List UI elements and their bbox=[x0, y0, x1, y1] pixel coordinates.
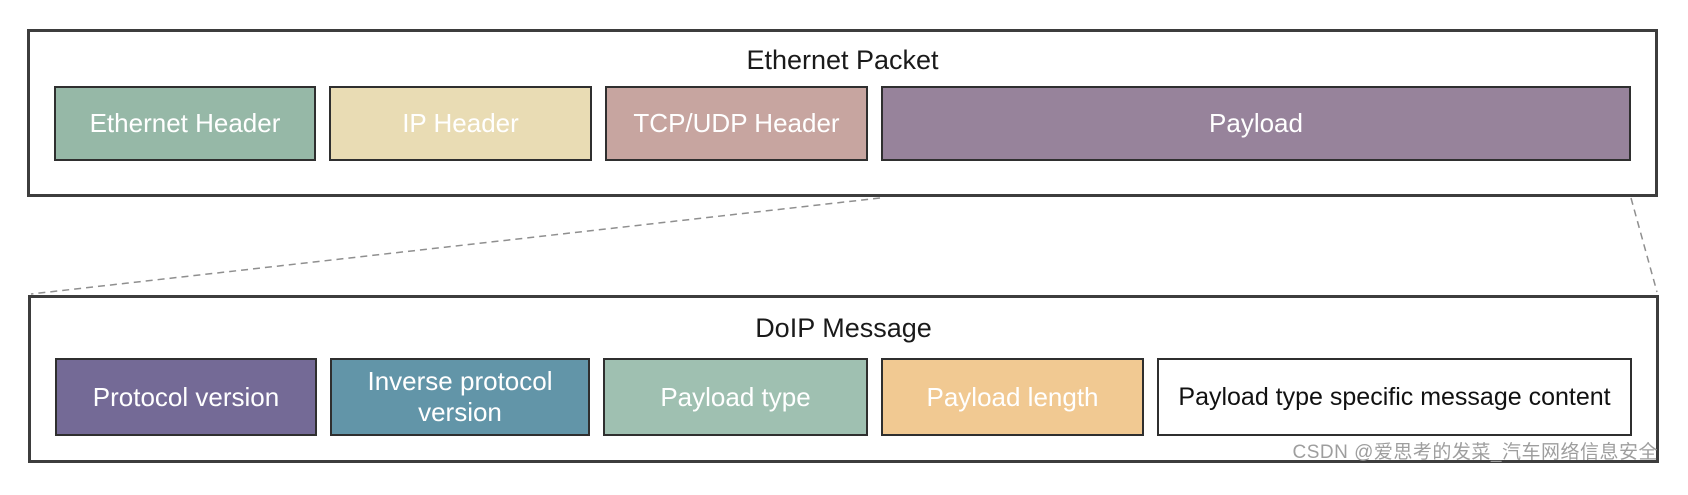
ethernet-packet-fields-row: Ethernet Header IP Header TCP/UDP Header… bbox=[54, 86, 1631, 161]
doip-message-box: DoIP Message Protocol version Inverse pr… bbox=[28, 295, 1659, 463]
payload-type-label: Payload type bbox=[660, 381, 811, 412]
ethernet-packet-box: Ethernet Packet Ethernet Header IP Heade… bbox=[27, 29, 1658, 197]
payload-type-block: Payload type bbox=[603, 358, 868, 436]
ip-header-label: IP Header bbox=[402, 108, 519, 139]
ethernet-header-block: Ethernet Header bbox=[54, 86, 316, 161]
zoom-connector-right-line bbox=[1630, 197, 1658, 293]
payload-block: Payload bbox=[881, 86, 1631, 161]
tcp-udp-header-label: TCP/UDP Header bbox=[633, 108, 840, 139]
payload-length-block: Payload length bbox=[881, 358, 1144, 436]
payload-label: Payload bbox=[1209, 108, 1303, 139]
doip-message-title: DoIP Message bbox=[755, 313, 932, 343]
csdn-watermark-text: CSDN @爱思考的发菜_汽车网络信息安全 bbox=[1292, 442, 1658, 463]
payload-length-label: Payload length bbox=[926, 381, 1099, 412]
ip-header-block: IP Header bbox=[329, 86, 592, 161]
protocol-version-block: Protocol version bbox=[55, 358, 317, 436]
zoom-connector-left-line bbox=[30, 197, 881, 295]
protocol-version-label: Protocol version bbox=[92, 381, 280, 412]
ethernet-packet-title: Ethernet Packet bbox=[746, 45, 939, 75]
inverse-protocol-version-label: Inverse protocol version bbox=[367, 366, 553, 427]
payload-content-block: Payload type specific message content bbox=[1157, 358, 1632, 436]
tcp-udp-header-block: TCP/UDP Header bbox=[605, 86, 868, 161]
payload-content-label: Payload type specific message content bbox=[1178, 382, 1611, 411]
inverse-protocol-version-block: Inverse protocol version bbox=[330, 358, 590, 436]
doip-message-fields-row: Protocol version Inverse protocol versio… bbox=[55, 358, 1632, 436]
ethernet-header-label: Ethernet Header bbox=[89, 108, 281, 139]
